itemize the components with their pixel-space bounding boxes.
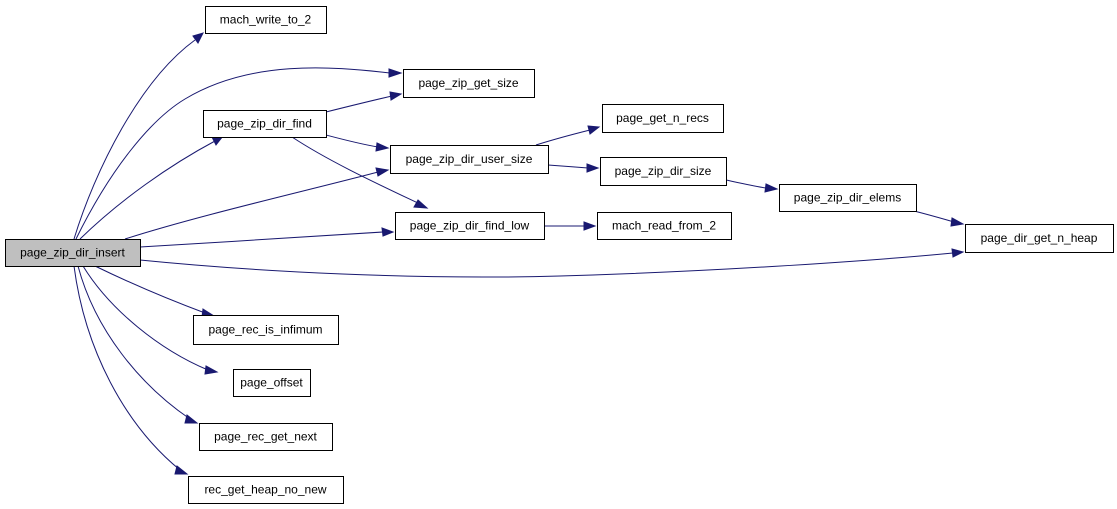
edge-line	[291, 136, 421, 205]
node-page-zip-dir-size[interactable]: page_zip_dir_size	[600, 157, 727, 186]
node-box[interactable]	[199, 423, 333, 451]
edge-page_zip_dir_user_size-to-page_get_n_recs	[535, 125, 601, 146]
edge-line	[535, 129, 591, 146]
node-page-offset[interactable]: page_offset	[233, 369, 311, 397]
node-label: page_zip_dir_size	[615, 164, 712, 178]
edge-page_zip_dir_find-to-page_zip_dir_user_size	[325, 134, 390, 152]
node-page-get-n-recs[interactable]: page_get_n_recs	[602, 104, 724, 133]
node-label: mach_write_to_2	[220, 13, 312, 27]
node-box[interactable]	[203, 110, 327, 138]
node-mach-read-from-2[interactable]: mach_read_from_2	[597, 212, 732, 240]
edge-page_zip_dir_find_low-to-mach_read_from_2	[544, 221, 597, 231]
node-box[interactable]	[233, 369, 311, 397]
node-label: page_zip_dir_find_low	[410, 219, 530, 233]
node-page-zip-dir-find[interactable]: page_zip_dir_find	[203, 110, 327, 138]
edge-arrowhead	[587, 125, 601, 135]
edge-arrowhead	[204, 365, 219, 375]
edge-line	[94, 265, 206, 314]
node-page-dir-get-n-heap[interactable]: page_dir_get_n_heap	[965, 224, 1114, 253]
edge-arrowhead	[389, 91, 403, 101]
edge-line	[77, 265, 191, 420]
node-box[interactable]	[965, 224, 1114, 253]
node-box[interactable]	[205, 6, 327, 34]
edge-line	[325, 134, 379, 148]
edge-page_zip_dir_find-to-page_zip_dir_find_low	[291, 136, 429, 209]
edge-page_zip_dir_insert-to-page_rec_get_next	[77, 265, 199, 424]
node-box[interactable]	[779, 184, 917, 212]
edge-arrowhead	[764, 183, 779, 193]
node-label: page_zip_dir_elems	[794, 191, 901, 205]
edge-arrowhead	[388, 68, 403, 78]
edge-page_zip_dir_insert-to-rec_get_heap_no_new	[73, 265, 189, 475]
node-rec-get-heap-no-new[interactable]: rec_get_heap_no_new	[188, 476, 344, 504]
node-page-zip-dir-insert[interactable]: page_zip_dir_insert	[5, 239, 141, 267]
node-page-zip-get-size[interactable]: page_zip_get_size	[403, 69, 535, 98]
edge-page_zip_dir_insert-to-page_offset	[82, 265, 219, 375]
edge-line	[139, 231, 384, 248]
node-box[interactable]	[188, 476, 344, 504]
edge-page_zip_dir_insert-to-page_zip_dir_user_size	[124, 167, 390, 240]
edge-arrowhead	[583, 221, 597, 231]
edge-arrowhead	[951, 248, 965, 258]
edge-page_zip_dir_insert-to-page_dir_get_n_heap	[139, 248, 965, 278]
node-box[interactable]	[5, 239, 141, 267]
node-label: page_offset	[240, 376, 303, 390]
edge-page_zip_dir_size-to-page_zip_dir_elems	[725, 179, 779, 193]
edge-arrowhead	[381, 227, 395, 237]
edge-arrowhead	[375, 142, 390, 152]
edge-line	[725, 179, 767, 189]
node-label: page_zip_dir_user_size	[406, 152, 533, 166]
edge-line	[82, 265, 209, 371]
node-box[interactable]	[597, 212, 732, 240]
edge-arrowhead	[174, 465, 189, 475]
edge-line	[73, 265, 181, 471]
node-box[interactable]	[390, 145, 549, 174]
node-page-zip-dir-user-size[interactable]: page_zip_dir_user_size	[390, 145, 549, 174]
edges-layer	[73, 32, 965, 475]
edge-page_zip_dir_find-to-page_zip_get_size	[325, 91, 403, 113]
edge-page_zip_dir_user_size-to-page_zip_dir_size	[547, 163, 600, 173]
edge-line	[75, 67, 391, 240]
nodes-layer: page_zip_dir_insert mach_write_to_2 page_z…	[5, 6, 1114, 504]
edge-page_zip_dir_insert-to-page_zip_dir_find_low	[139, 227, 395, 248]
node-label: mach_read_from_2	[612, 219, 716, 233]
edge-page_zip_dir_insert-to-mach_write_to_2	[73, 32, 204, 240]
node-box[interactable]	[193, 315, 339, 345]
node-mach-write-to-2[interactable]: mach_write_to_2	[205, 6, 327, 34]
node-page-rec-get-next[interactable]: page_rec_get_next	[199, 423, 333, 451]
node-box[interactable]	[395, 212, 545, 240]
edge-page_zip_dir_insert-to-page_zip_get_size	[75, 67, 403, 240]
edge-arrowhead	[184, 414, 199, 424]
edge-arrowhead	[413, 199, 429, 209]
edge-line	[73, 39, 196, 240]
node-label: page_rec_get_next	[214, 430, 317, 444]
edge-arrowhead	[375, 167, 390, 177]
edge-line	[124, 171, 379, 240]
node-label: page_zip_dir_insert	[20, 246, 125, 260]
node-label: rec_get_heap_no_new	[204, 483, 326, 497]
edge-page_zip_dir_insert-to-page_zip_dir_find	[79, 135, 225, 240]
edge-line	[325, 95, 393, 113]
node-label: page_rec_is_infimum	[208, 323, 322, 337]
node-box[interactable]	[403, 69, 535, 98]
node-box[interactable]	[602, 104, 724, 133]
node-page-rec-is-infimum[interactable]: page_rec_is_infimum	[193, 315, 339, 345]
node-label: page_dir_get_n_heap	[981, 231, 1098, 245]
edge-arrowhead	[192, 32, 204, 44]
edge-line	[79, 140, 216, 240]
node-page-zip-dir-elems[interactable]: page_zip_dir_elems	[779, 184, 917, 212]
node-label: page_zip_get_size	[418, 76, 518, 90]
edge-arrowhead	[586, 163, 600, 173]
edge-page_zip_dir_elems-to-page_dir_get_n_heap	[913, 210, 965, 227]
edge-line	[139, 252, 954, 278]
node-page-zip-dir-find-low[interactable]: page_zip_dir_find_low	[395, 212, 545, 240]
edge-line	[913, 210, 955, 223]
edge-page_zip_dir_insert-to-page_rec_is_infimum	[94, 265, 216, 318]
node-label: page_zip_dir_find	[217, 117, 312, 131]
edge-arrowhead	[950, 217, 965, 227]
node-label: page_get_n_recs	[616, 111, 709, 125]
edge-line	[547, 164, 589, 169]
node-box[interactable]	[600, 157, 727, 186]
